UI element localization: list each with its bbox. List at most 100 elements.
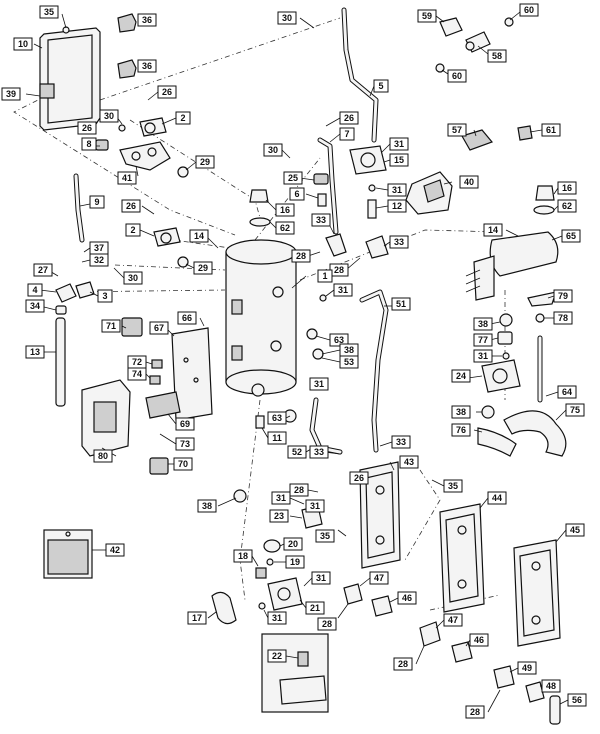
callout-number: 69 — [180, 419, 190, 429]
callout-box — [193, 261, 213, 275]
clip-36-lower — [117, 59, 137, 79]
callout-box — [137, 59, 157, 73]
callout-box — [283, 537, 303, 551]
callout-box — [275, 203, 295, 217]
callout-number: 29 — [200, 157, 210, 167]
callout-number: 47 — [448, 615, 458, 625]
callout-box — [339, 111, 359, 125]
callout-62-b: 62 — [557, 199, 577, 213]
callout-box — [127, 367, 147, 381]
o-ring-38-lower-right — [481, 405, 495, 419]
callout-box — [1, 87, 21, 101]
control-plate-67 — [171, 327, 213, 421]
callout-number: 14 — [488, 225, 498, 235]
callout-number: 11 — [272, 433, 282, 443]
callout-26-a: 26 — [157, 85, 177, 99]
elbow-49 — [493, 665, 515, 689]
callout-26-e: 26 — [349, 471, 369, 485]
callout-box — [13, 37, 33, 51]
callout-number: 36 — [142, 15, 152, 25]
callout-box — [105, 543, 125, 557]
callout-box — [287, 445, 307, 459]
callout-number: 8 — [86, 139, 91, 149]
callout-number: 63 — [334, 335, 344, 345]
callout-77: 77 — [473, 333, 493, 347]
callout-number: 15 — [394, 155, 404, 165]
callout-70: 70 — [173, 457, 193, 471]
callout-box — [267, 649, 287, 663]
callout-number: 24 — [456, 371, 466, 381]
callout-box — [123, 271, 143, 285]
callout-number: 57 — [452, 125, 462, 135]
callout-box — [339, 127, 355, 141]
callout-box — [483, 223, 503, 237]
callout-box — [89, 253, 109, 267]
callout-62-a: 62 — [275, 221, 295, 235]
valve-8 — [95, 139, 109, 151]
callout-box — [289, 483, 309, 497]
callout-12: 12 — [387, 199, 407, 213]
callout-47-a: 47 — [369, 571, 389, 585]
callout-box — [391, 297, 411, 311]
callout-33-c: 33 — [391, 435, 411, 449]
callout-59: 59 — [417, 9, 437, 23]
callout-number: 31 — [392, 185, 402, 195]
callout-box — [389, 153, 409, 167]
callout-box — [311, 571, 331, 585]
callout-21: 21 — [305, 601, 325, 615]
callout-number: 28 — [470, 707, 480, 717]
o-ring-19 — [266, 558, 274, 566]
callout-32: 32 — [89, 253, 109, 267]
callout-number: 6 — [294, 189, 299, 199]
callout-number: 66 — [182, 313, 192, 323]
callout-46-a: 46 — [397, 591, 417, 605]
o-ring-38-right — [499, 313, 513, 327]
callout-36-b: 36 — [137, 59, 157, 73]
callout-number: 41 — [122, 173, 132, 183]
callout-number: 80 — [98, 451, 108, 461]
callout-38-a: 38 — [473, 317, 493, 331]
cover-80 — [81, 379, 131, 457]
callout-number: 63 — [272, 413, 282, 423]
o-ring-60-upper — [504, 17, 514, 27]
pipe-76 — [477, 427, 517, 457]
callout-number: 70 — [178, 459, 188, 469]
callout-number: 59 — [422, 11, 432, 21]
callout-76: 76 — [451, 423, 471, 437]
callout-number: 31 — [272, 613, 282, 623]
callout-number: 53 — [344, 357, 354, 367]
callout-number: 79 — [558, 291, 568, 301]
callout-number: 31 — [310, 501, 320, 511]
callout-number: 27 — [38, 265, 48, 275]
ring-20 — [263, 539, 281, 553]
callout-box — [117, 171, 137, 185]
callout-box — [315, 529, 335, 543]
pipe-75 — [503, 410, 567, 457]
callout-number: 60 — [524, 5, 534, 15]
callout-number: 35 — [448, 481, 458, 491]
callout-box — [553, 289, 573, 303]
callout-number: 28 — [322, 619, 332, 629]
callout-number: 16 — [562, 183, 572, 193]
callout-box — [373, 79, 389, 93]
callout-box — [393, 657, 413, 671]
clip-36-upper — [117, 13, 137, 33]
callout-number: 26 — [126, 201, 136, 211]
callout-33-a: 33 — [311, 213, 331, 227]
callout-number: 65 — [566, 231, 576, 241]
callout-47-b: 47 — [443, 613, 463, 627]
callout-number: 19 — [290, 557, 300, 567]
callout-23: 23 — [269, 509, 289, 523]
callout-box — [283, 171, 303, 185]
callout-box — [557, 199, 577, 213]
callout-box — [269, 509, 289, 523]
callout-17: 17 — [187, 611, 207, 625]
callout-number: 64 — [562, 387, 572, 397]
elbow-33-right — [365, 235, 389, 259]
callout-number: 26 — [162, 87, 172, 97]
callout-box — [267, 411, 287, 425]
callout-box — [175, 417, 195, 431]
callout-box — [561, 229, 581, 243]
heater-65 — [465, 231, 559, 301]
callout-number: 42 — [110, 545, 120, 555]
